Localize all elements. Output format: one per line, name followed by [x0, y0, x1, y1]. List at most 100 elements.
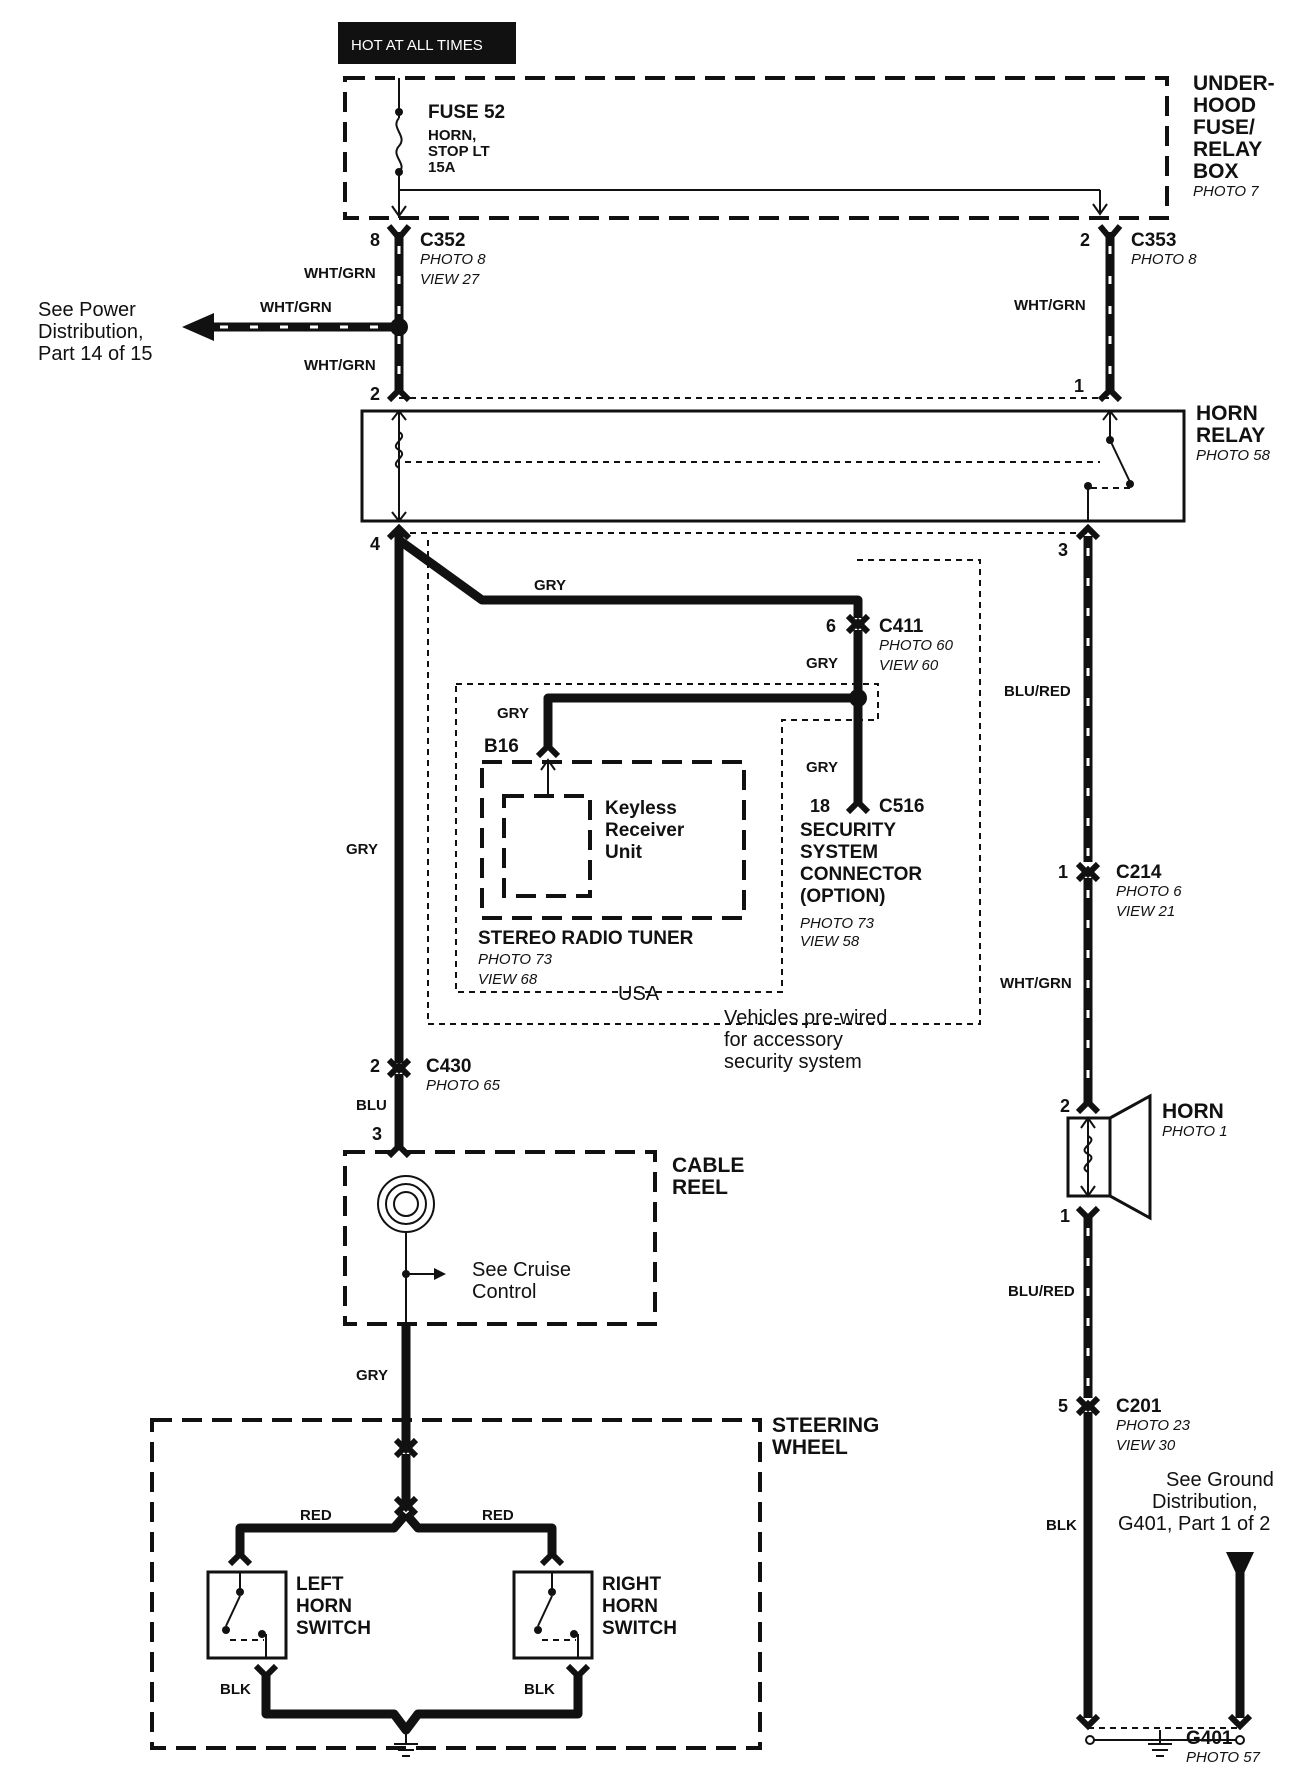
wire-label-blk-2: BLK [524, 1681, 555, 1698]
right-switch-1: RIGHT [602, 1574, 662, 1595]
keyless-unit-3: Unit [605, 842, 643, 863]
right-switch-2: HORN [602, 1596, 658, 1617]
power-ref-3: Part 14 of 15 [38, 343, 153, 365]
fuse-desc-3: 15A [428, 159, 456, 176]
wire-label-gry-2: GRY [806, 655, 838, 672]
g401-ground-symbol [1148, 1730, 1172, 1757]
gry-wire-to-steering [227, 1324, 565, 1567]
cable-reel-title-2: REEL [672, 1176, 728, 1199]
wire-label-gry-4: GRY [806, 759, 838, 776]
c214-view: VIEW 21 [1116, 903, 1175, 920]
cruise-ref-1: See Cruise [472, 1259, 571, 1281]
ground-ref-3: G401, Part 1 of 2 [1118, 1513, 1270, 1535]
wire-label-red-1: RED [300, 1507, 332, 1524]
stereo-radio-tuner [480, 758, 746, 920]
cable-reel-pin: 3 [372, 1124, 382, 1144]
relay-pin-2: 2 [370, 384, 380, 404]
c516-title-3: CONNECTOR [800, 864, 922, 885]
relay-title-1: HORN [1196, 402, 1258, 425]
c352-view: VIEW 27 [420, 271, 480, 288]
c516-title-2: SYSTEM [800, 842, 878, 863]
wire-label-gry-5: GRY [346, 841, 378, 858]
keyless-unit-2: Receiver [605, 820, 685, 841]
horn-pin-top: 2 [1060, 1096, 1070, 1116]
wire-label-wht-grn-1: WHT/GRN [304, 265, 376, 282]
underhood-fuse-box: UNDER- HOOD FUSE/ RELAY BOX PHOTO 7 FUSE… [343, 72, 1275, 220]
c214-photo: PHOTO 6 [1116, 883, 1182, 900]
horn-pin-bottom: 1 [1060, 1206, 1070, 1226]
relay-pin-3: 3 [1058, 540, 1068, 560]
c201-pin: 5 [1058, 1396, 1068, 1416]
relay-pin-4: 4 [370, 534, 380, 554]
ground-photo: PHOTO 57 [1186, 1749, 1261, 1766]
c201-name: C201 [1116, 1396, 1162, 1417]
fuse-box-title-4: RELAY [1193, 138, 1262, 161]
wht-grn-wire-left [182, 224, 412, 403]
c430-pin: 2 [370, 1056, 380, 1076]
c214-pin: 1 [1058, 862, 1068, 882]
fuse-box-title-5: BOX [1193, 160, 1239, 183]
c430-name: C430 [426, 1056, 471, 1077]
left-switch-3: SWITCH [296, 1618, 371, 1639]
ground-name: G401 [1186, 1728, 1233, 1749]
c352-photo: PHOTO 8 [420, 251, 486, 268]
c516-title-1: SECURITY [800, 820, 896, 841]
right-switch-3: SWITCH [602, 1618, 677, 1639]
wire-label-blu-red-1: BLU/RED [1004, 683, 1071, 700]
power-ref-1: See Power [38, 299, 136, 321]
stereo-tuner-view: VIEW 68 [478, 971, 538, 988]
c411-name: C411 [879, 616, 924, 637]
cruise-ref-2: Control [472, 1281, 536, 1303]
c430-photo: PHOTO 65 [426, 1077, 501, 1094]
prewired-note-2: for accessory [724, 1029, 843, 1051]
relay-pin-1: 1 [1074, 376, 1084, 396]
horn-symbol [1066, 1093, 1152, 1221]
fuse-box-photo: PHOTO 7 [1193, 183, 1259, 200]
cable-reel-title-1: CABLE [672, 1154, 744, 1177]
stereo-tuner-photo: PHOTO 73 [478, 951, 553, 968]
c214-name: C214 [1116, 862, 1162, 883]
left-switch-2: HORN [296, 1596, 352, 1617]
blu-red-wire-upper [1075, 523, 1101, 1115]
prewired-note-3: security system [724, 1051, 862, 1073]
wht-grn-wire-right [1097, 224, 1123, 403]
steering-ground-symbol [394, 1730, 418, 1757]
wire-label-gry-3: GRY [497, 705, 529, 722]
wire-label-blu-red-2: BLU/RED [1008, 1283, 1075, 1300]
ground-ref-2: Distribution, [1152, 1491, 1258, 1513]
wire-label-gry-1: GRY [534, 577, 566, 594]
wire-label-wht-grn-3: WHT/GRN [304, 357, 376, 374]
left-switch-1: LEFT [296, 1574, 344, 1595]
c352-name: C352 [420, 230, 465, 251]
wire-label-wht-grn-5: WHT/GRN [1000, 975, 1072, 992]
c201-photo: PHOTO 23 [1116, 1417, 1191, 1434]
c411-pin: 6 [826, 616, 836, 636]
wire-label-wht-grn-2: WHT/GRN [260, 299, 332, 316]
wire-label-blk-3: BLK [1046, 1517, 1077, 1534]
relay-title-2: RELAY [1196, 424, 1265, 447]
c201-view: VIEW 30 [1116, 1437, 1176, 1454]
horn-relay [360, 397, 1186, 523]
blu-red-blk-wire-lower [1075, 1205, 1254, 1757]
steering-title-1: STEERING [772, 1414, 879, 1437]
b16-name: B16 [484, 736, 519, 757]
keyless-unit-1: Keyless [605, 798, 677, 819]
wire-label-blk-1: BLK [220, 1681, 251, 1698]
c516-title-4: (OPTION) [800, 886, 886, 907]
wire-label-blu: BLU [356, 1097, 387, 1114]
c516-photo: PHOTO 73 [800, 915, 875, 932]
prewired-security-outline [410, 532, 1088, 1025]
c516-name: C516 [879, 796, 924, 817]
fuse-box-title-3: FUSE/ [1193, 116, 1255, 139]
horn-photo: PHOTO 1 [1162, 1123, 1228, 1140]
fuse-52-symbol [391, 78, 1108, 218]
wire-label-wht-grn-4: WHT/GRN [1014, 297, 1086, 314]
fuse-name: FUSE 52 [428, 102, 505, 123]
c353-name: C353 [1131, 230, 1176, 251]
steering-title-2: WHEEL [772, 1436, 848, 1459]
c353-pin: 2 [1080, 230, 1090, 250]
stereo-tuner-label: STEREO RADIO TUNER [478, 928, 694, 949]
fuse-desc-2: STOP LT [428, 143, 490, 160]
left-switch-contact [222, 1572, 267, 1658]
